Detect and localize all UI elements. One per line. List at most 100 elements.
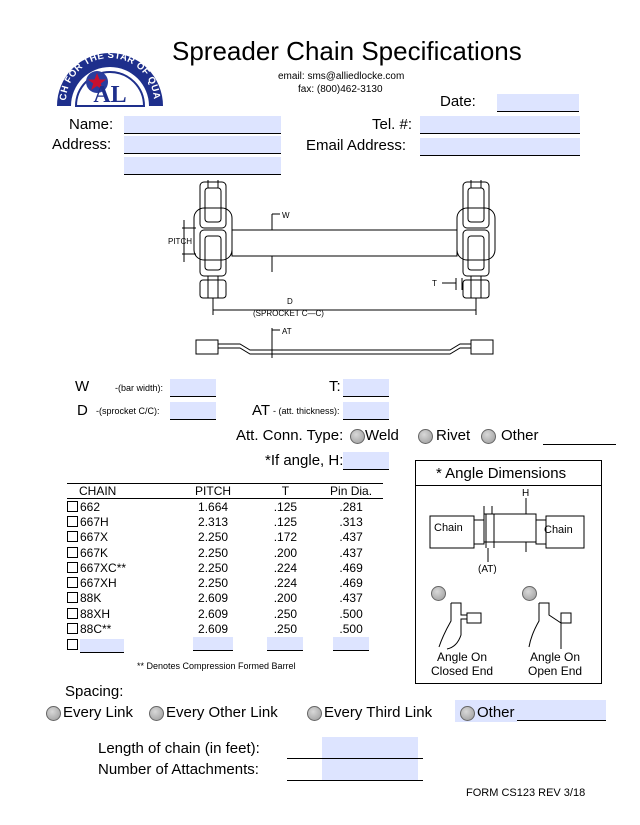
every-link-radio[interactable] <box>46 706 61 721</box>
row-checkbox[interactable] <box>67 623 78 635</box>
chain-cell: 88K <box>80 591 102 606</box>
pin-cell: .437 <box>339 591 363 606</box>
pin-cell: .313 <box>339 514 363 529</box>
table-footnote: ** Denotes Compression Formed Barrel <box>137 661 296 671</box>
custom-pin-field[interactable] <box>333 636 370 651</box>
w-label: W <box>75 378 90 395</box>
at-field[interactable] <box>343 402 389 420</box>
logo-letters: AL <box>93 82 126 108</box>
at-label: AT <box>252 402 271 419</box>
dim-pitch-label: PITCH <box>168 237 192 246</box>
angle-open-end-radio[interactable] <box>522 586 537 601</box>
dim-t-label: T <box>432 279 437 288</box>
row-checkbox[interactable] <box>67 638 78 650</box>
t-cell: .125 <box>273 514 298 529</box>
t-cell: .125 <box>273 499 298 514</box>
open-end-label-2: Open End <box>528 664 583 678</box>
row-checkbox[interactable] <box>67 561 78 573</box>
pin-cell: .469 <box>339 576 363 591</box>
every-link-label: Every Link <box>63 704 134 721</box>
attachments-field[interactable] <box>322 759 418 780</box>
right-chain-link <box>456 180 496 299</box>
angle-closed-end-radio[interactable] <box>431 586 446 601</box>
email-address-field[interactable] <box>420 138 580 156</box>
t-cell: .224 <box>273 576 298 591</box>
other-conn-radio[interactable] <box>481 429 496 444</box>
date-field[interactable] <box>497 94 579 112</box>
attachments-label: Number of Attachments: <box>98 761 259 778</box>
row-checkbox[interactable] <box>67 577 78 589</box>
name-field[interactable] <box>124 116 281 134</box>
weld-radio[interactable] <box>350 429 365 444</box>
address-field-2[interactable] <box>124 157 281 175</box>
chain-cell: 662 <box>80 499 101 514</box>
address-field-1[interactable] <box>124 136 281 154</box>
tel-field[interactable] <box>420 116 580 134</box>
length-field[interactable] <box>322 737 418 758</box>
angle-h-label: H <box>522 488 529 499</box>
attachments-underline <box>287 763 423 781</box>
other-conn-label: Other <box>501 427 539 444</box>
col-pitch: PITCH <box>174 483 252 499</box>
row-checkbox[interactable] <box>67 546 78 558</box>
angle-at-label: (AT) <box>478 564 497 575</box>
angle-h-field[interactable] <box>343 452 389 470</box>
pin-cell: .500 <box>339 622 363 637</box>
row-checkbox[interactable] <box>67 515 78 527</box>
w-note: -(bar width): <box>115 383 164 393</box>
pin-cell: .469 <box>339 560 363 575</box>
chain-cell: 667H <box>80 514 109 529</box>
dim-d-label: D <box>287 297 293 306</box>
dim-w-label: W <box>282 211 290 220</box>
pitch-cell: 2.250 <box>198 545 229 560</box>
date-label: Date: <box>440 93 476 110</box>
rivet-radio[interactable] <box>418 429 433 444</box>
chain-cell: 667XH <box>80 576 117 591</box>
pitch-cell: 2.609 <box>198 591 229 606</box>
chain-cell: 667K <box>80 545 109 560</box>
angle-dimensions-box <box>415 460 602 684</box>
name-label: Name: <box>69 116 114 133</box>
closed-end-label-1: Angle On <box>437 650 488 664</box>
chain-cell: 667XC** <box>80 560 127 575</box>
other-conn-field[interactable] <box>543 427 616 445</box>
row-checkbox[interactable] <box>67 607 78 619</box>
spacing-other-field[interactable] <box>517 700 606 721</box>
chain-cell: 667X <box>80 530 109 545</box>
t-field[interactable] <box>343 379 389 397</box>
spreader-bar <box>231 229 458 257</box>
contact-email: email: sms@alliedlocke.com <box>278 71 405 82</box>
table-row-custom <box>67 636 383 654</box>
every-other-link-label: Every Other Link <box>166 704 278 721</box>
d-field[interactable] <box>170 402 216 420</box>
t-cell: .200 <box>273 545 298 560</box>
closed-end-label-2: Closed End <box>431 664 494 678</box>
row-checkbox[interactable] <box>67 500 78 512</box>
t-cell: .250 <box>273 606 298 621</box>
custom-t-field[interactable] <box>267 636 304 651</box>
w-field[interactable] <box>170 379 216 397</box>
custom-pitch-field[interactable] <box>193 636 234 651</box>
row-checkbox[interactable] <box>67 531 78 543</box>
pin-cell: .437 <box>339 530 363 545</box>
angle-dimensions-diagram: H Chain Chain (AT) <box>429 488 585 575</box>
spacing-other-radio[interactable] <box>460 706 475 721</box>
every-other-link-radio[interactable] <box>149 706 164 721</box>
at-note: - (att. thickness): <box>273 406 340 416</box>
every-third-link-radio[interactable] <box>307 706 322 721</box>
page-title: Spreader Chain Specifications <box>172 36 522 66</box>
chain-cell: 88C** <box>80 622 112 637</box>
t-cell: .172 <box>273 530 298 545</box>
col-pin-dia: Pin Dia. <box>319 483 383 499</box>
pitch-cell: 2.609 <box>198 622 229 637</box>
custom-chain-field[interactable] <box>80 638 124 653</box>
att-conn-label: Att. Conn. Type: <box>236 427 344 444</box>
pitch-cell: 2.250 <box>198 576 229 591</box>
row-checkbox[interactable] <box>67 592 78 604</box>
angle-box-title-rule <box>415 485 602 486</box>
